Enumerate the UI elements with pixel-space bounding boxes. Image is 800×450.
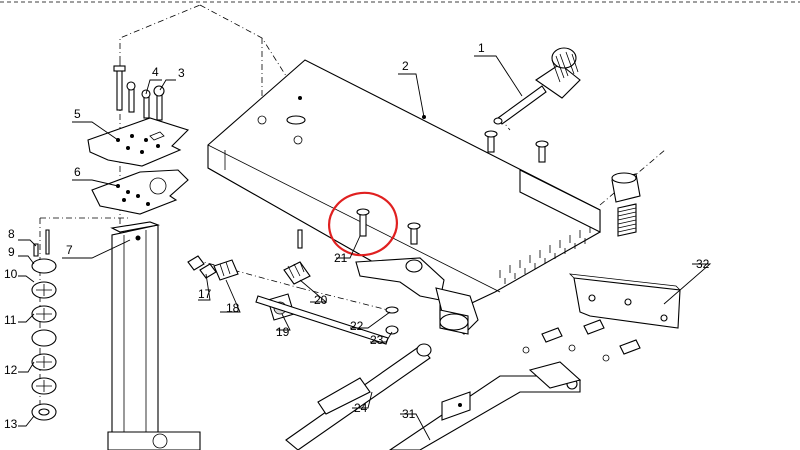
main-plate — [207, 59, 601, 319]
bracket-screws — [522, 319, 641, 362]
screws-3-4 — [113, 65, 165, 121]
lever-part-21 — [355, 208, 479, 335]
gear-parts — [187, 229, 399, 345]
shaft-part-24 — [285, 343, 432, 450]
callout-13: 13 — [4, 417, 18, 431]
callout-20: 20 — [314, 293, 328, 307]
knob-part-1 — [493, 47, 581, 125]
callout-19: 19 — [276, 325, 290, 339]
callout-31: 31 — [402, 407, 416, 421]
callout-4: 4 — [152, 65, 159, 79]
leader-lines — [18, 55, 712, 441]
washer-stack — [31, 229, 57, 421]
callout-6: 6 — [74, 165, 81, 179]
callout-9: 9 — [8, 245, 15, 259]
plate-5 — [87, 117, 190, 167]
callout-21: 21 — [334, 251, 348, 265]
plate-6 — [91, 169, 189, 215]
callout-7: 7 — [66, 243, 73, 257]
callout-17: 17 — [198, 287, 212, 301]
callout-12: 12 — [4, 363, 18, 377]
callout-2: 2 — [402, 59, 409, 73]
callout-1: 1 — [478, 41, 485, 55]
callout-8: 8 — [8, 227, 15, 241]
plate-screws — [407, 130, 549, 245]
callout-23: 23 — [370, 333, 384, 347]
comb-teeth — [499, 225, 591, 284]
vertical-post — [107, 221, 201, 450]
callout-32: 32 — [696, 257, 710, 271]
callout-labels: 1 2 3 4 5 6 7 8 9 10 11 12 13 17 18 19 2… — [4, 41, 710, 431]
callout-5: 5 — [74, 107, 81, 121]
callout-22: 22 — [350, 319, 364, 333]
callout-11: 11 — [4, 313, 17, 327]
callout-3: 3 — [178, 66, 185, 80]
callout-10: 10 — [4, 267, 18, 281]
callout-18: 18 — [226, 301, 240, 315]
bushing-spring — [611, 172, 641, 237]
bracket-part-31 — [389, 361, 582, 450]
bracket-part-32 — [568, 273, 681, 329]
callout-24: 24 — [354, 401, 368, 415]
red-circle-highlight — [328, 191, 398, 257]
